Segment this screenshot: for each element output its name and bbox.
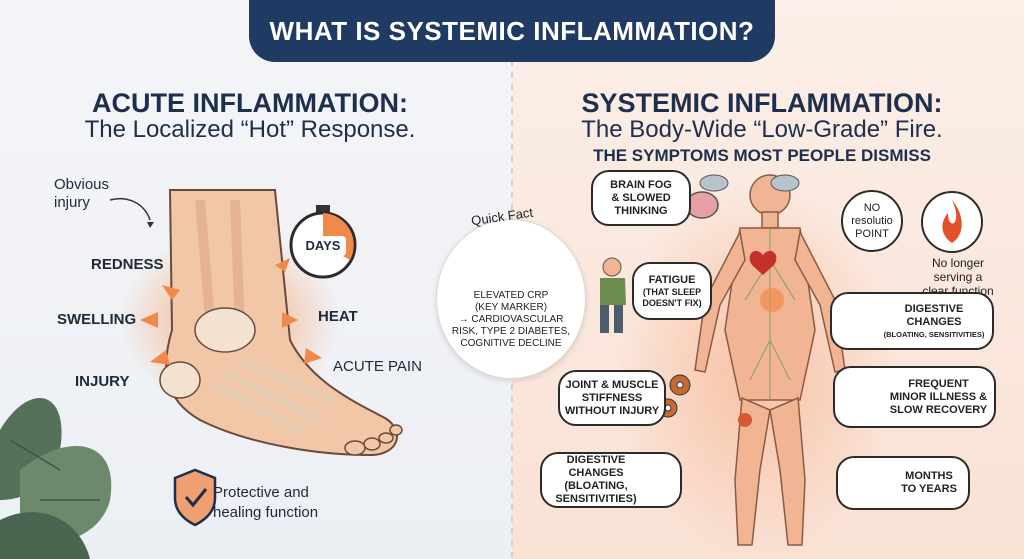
label-injury: INJURY bbox=[75, 373, 130, 390]
systemic-title: SYSTEMIC INFLAMMATION: bbox=[581, 88, 943, 118]
bubble-fatigue: FATIGUE (THAT SLEEP DOESN'T FIX) bbox=[632, 262, 712, 320]
systemic-subtitle: The Body-Wide “Low-Grade” Fire. bbox=[581, 116, 943, 143]
bubble-digestive-right: DIGESTIVE CHANGES (BLOATING, SENSITIVITI… bbox=[830, 292, 994, 350]
label-swelling: SWELLING bbox=[57, 311, 137, 328]
symptoms-heading: THE SYMPTOMS MOST PEOPLE DISMISS bbox=[593, 146, 931, 165]
stomach-glow bbox=[760, 288, 784, 312]
label-redness: REDNESS bbox=[91, 256, 164, 273]
bubble-digestive-left: DIGESTIVE CHANGES(BLOATING,SENSITIVITIES… bbox=[540, 452, 682, 508]
quick-fact-circle bbox=[436, 219, 586, 379]
label-acute-pain: ACUTE PAIN bbox=[333, 358, 422, 375]
shield-icon bbox=[173, 468, 217, 527]
stopwatch-icon bbox=[289, 205, 357, 279]
body-heart bbox=[749, 250, 777, 275]
tired-person-icon bbox=[600, 257, 626, 333]
foot-ankle-illustration bbox=[120, 189, 403, 457]
flame-icon bbox=[921, 191, 983, 253]
leaf-plant-illustration bbox=[0, 397, 112, 559]
cloud-icons bbox=[699, 174, 800, 192]
page-title-banner: WHAT IS SYSTEMIC INFLAMMATION? bbox=[249, 0, 775, 62]
quick-fact-text: ELEVATED CRP (KEY MARKER) → CARDIOVASCUL… bbox=[451, 290, 571, 349]
inflammation-arrows bbox=[140, 258, 322, 365]
page-title: WHAT IS SYSTEMIC INFLAMMATION? bbox=[269, 15, 755, 46]
nerve-lines bbox=[744, 228, 796, 400]
pointer-arrow bbox=[109, 198, 151, 221]
label-heat: HEAT bbox=[318, 308, 358, 325]
acute-title: ACUTE INFLAMMATION: bbox=[92, 88, 408, 118]
timer-label: DAYS bbox=[305, 238, 341, 253]
acute-subtitle: The Localized “Hot” Response. bbox=[84, 116, 416, 143]
lock-joint bbox=[738, 413, 752, 427]
